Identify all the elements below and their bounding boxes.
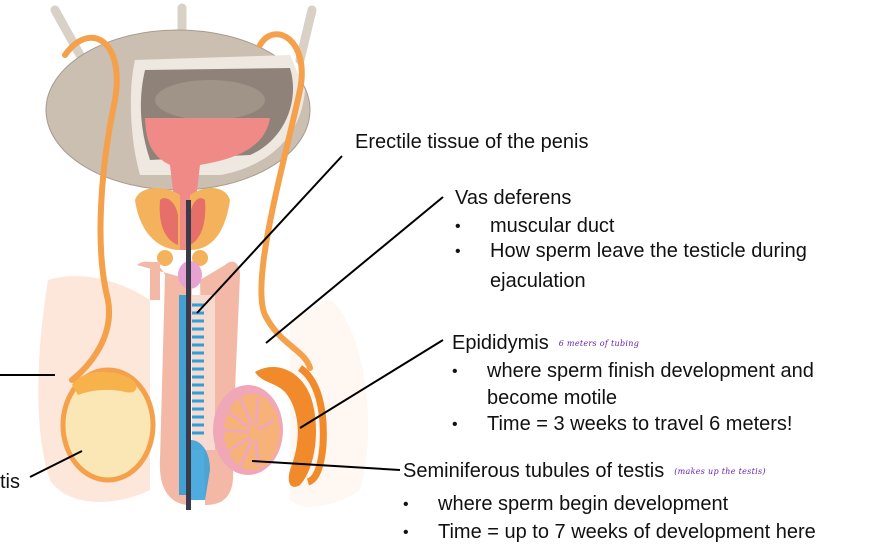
epididymis-bullets: where sperm finish development and (452, 359, 814, 384)
epididymis-bullets-2: Time = 3 weeks to travel 6 meters! (452, 412, 792, 437)
prostate (135, 188, 230, 266)
vas-deferens-bullets: muscular duct How sperm leave the testic… (455, 214, 807, 264)
bullet-item: where sperm begin development (403, 492, 816, 517)
label-vas-deferens: Vas deferens (455, 187, 572, 209)
left-testis (60, 367, 156, 483)
label-testis-partial: tis (0, 471, 20, 493)
epididymis-title: Epididymis (452, 332, 549, 354)
label-erectile-tissue: Erectile tissue of the penis (355, 131, 589, 153)
label-seminiferous-tubules: Seminiferous tubules of testis (makes up … (403, 459, 766, 484)
handwritten-note-seminiferous: (makes up the testis) (674, 466, 766, 476)
handwritten-note-epididymis: 6 meters of tubing (558, 338, 640, 348)
seminiferous-title: Seminiferous tubules of testis (403, 460, 665, 482)
bullet-item: where sperm finish development and (452, 359, 814, 384)
vas-deferens-bullet-continuation: ejaculation (490, 270, 586, 292)
bullet-item: Time = up to 7 weeks of development here (403, 520, 816, 545)
label-epididymis: Epididymis 6 meters of tubing (452, 331, 639, 356)
leader-vas-deferens (265, 196, 444, 344)
bladder (45, 29, 311, 250)
bullet-item: muscular duct (455, 214, 807, 239)
bullet-item: How sperm leave the testicle during (455, 239, 807, 264)
epididymis-bullet-continuation: become motile (487, 387, 618, 409)
ureters (50, 3, 317, 65)
right-testis (213, 385, 283, 475)
leader-erectile (196, 155, 343, 314)
leader-seminiferous (251, 460, 401, 471)
bullet-item: Time = 3 weeks to travel 6 meters! (452, 412, 792, 437)
leader-lines (0, 155, 444, 478)
seminiferous-bullets: where sperm begin development Time = up … (403, 492, 816, 545)
leader-testis (29, 450, 83, 478)
leader-epididymis (299, 339, 444, 429)
penis-cross-section (137, 200, 240, 510)
epididymis (255, 365, 327, 487)
vas-deferens-tubes (62, 31, 313, 383)
